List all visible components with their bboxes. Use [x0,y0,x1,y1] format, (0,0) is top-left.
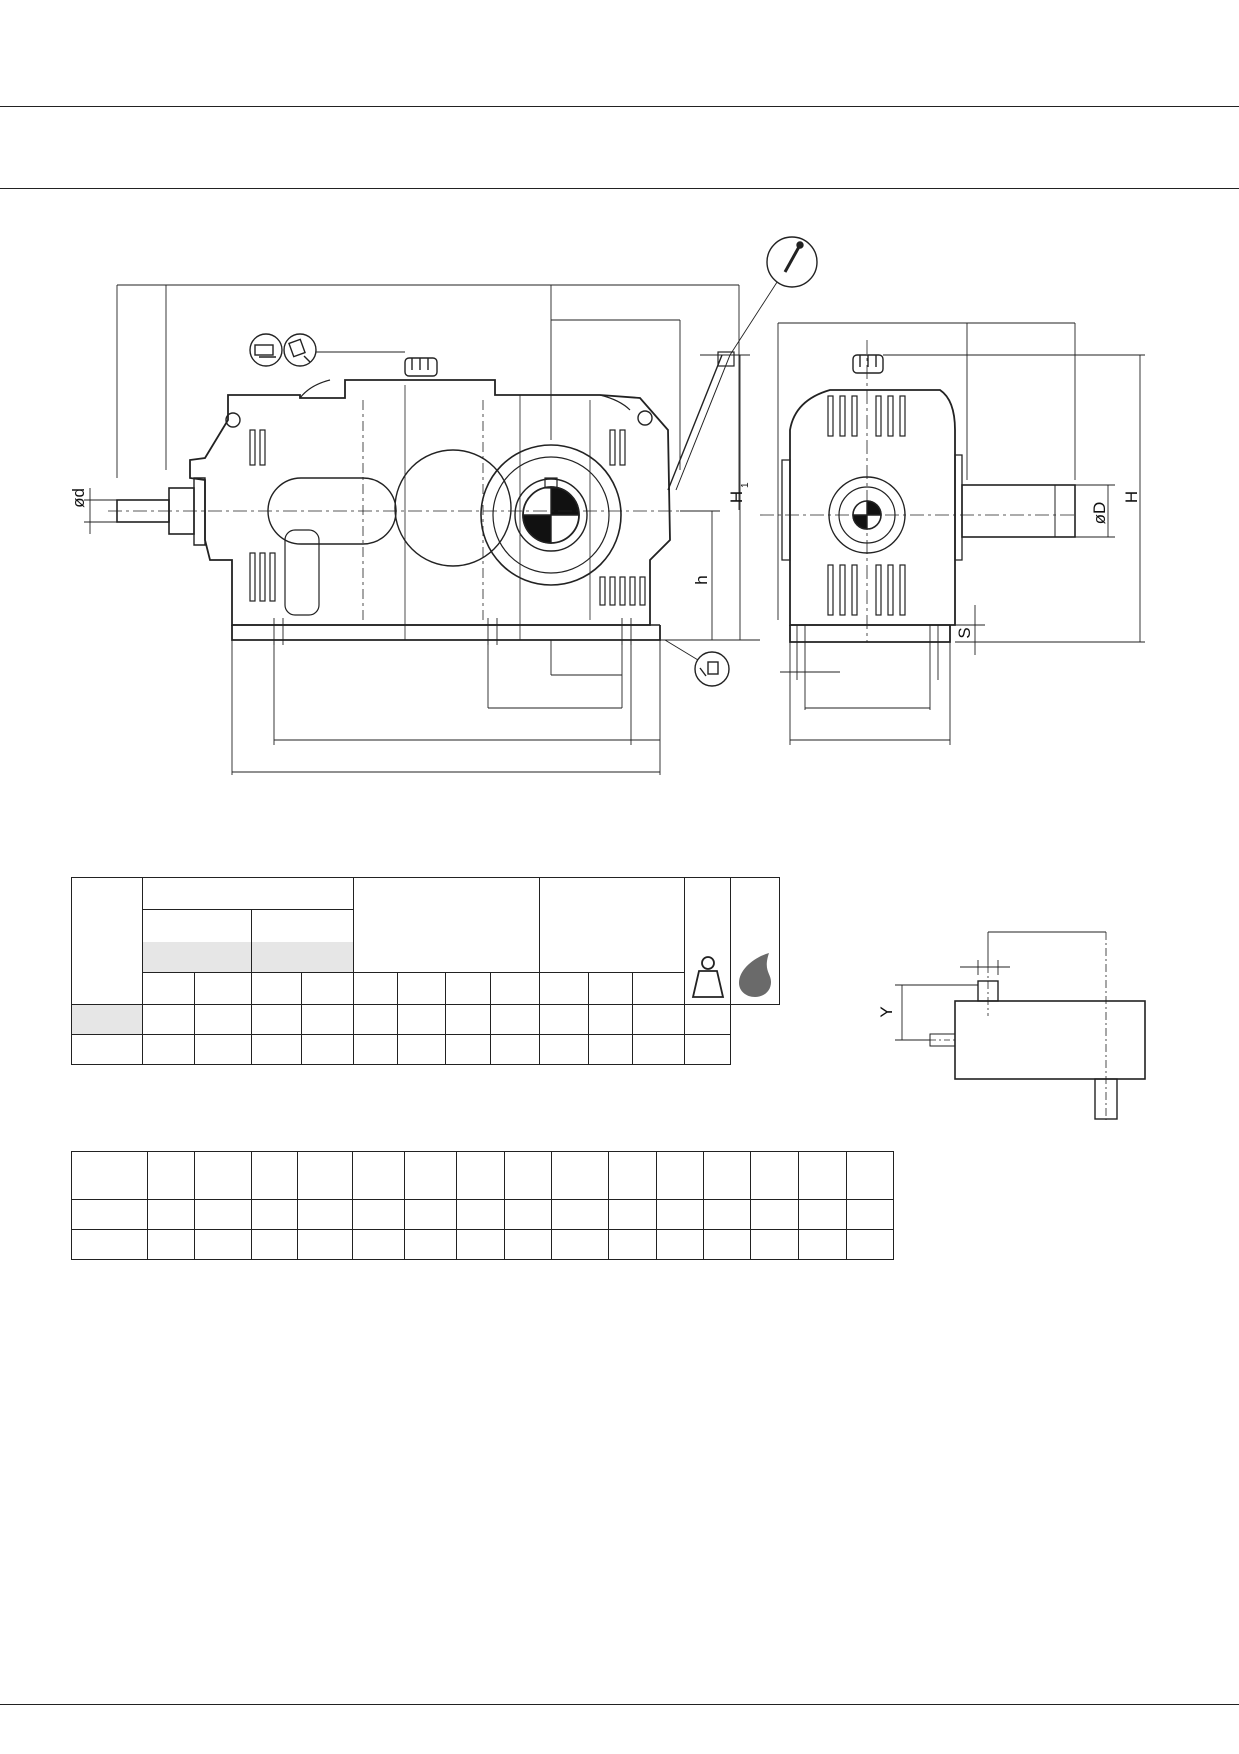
table-cell [251,971,302,1005]
table-cell [490,1003,540,1035]
oil-drop-icon [739,952,771,997]
weight-icon [691,955,724,998]
level-check-icon [249,333,283,367]
subheader-a [142,909,252,942]
oil-drain-icon [694,651,730,687]
oil-fill-icon [283,333,317,367]
table-cell [251,1003,302,1035]
header-rule-bottom [0,188,1239,189]
table-cell [251,1033,302,1066]
table-cell [539,1003,589,1035]
table-row [70,1229,895,1260]
table-row [71,1033,780,1066]
table-cell [71,972,143,1005]
table-cell [301,1033,354,1066]
header-size-cell [71,877,143,972]
table-cell [588,1033,633,1066]
label-overall-height: H [1122,491,1141,503]
table-cell [445,1003,491,1035]
table-cell [490,971,540,1005]
table-cell [631,1033,686,1066]
subheader-b-shaded [251,941,354,973]
table-cell [539,1033,589,1066]
table-cell [445,971,491,1005]
table-cell [588,1003,633,1035]
table-cell [142,971,195,1005]
header-group-3 [538,877,686,973]
table-cell [301,971,354,1005]
label-input-shaft-diameter: ød [69,488,88,508]
dimension-table [71,876,780,1066]
front-view [84,261,791,775]
table-cell [194,1003,252,1035]
header-group-1 [142,876,354,911]
table-cell [194,971,252,1005]
header-rule-top [0,106,1239,107]
header-group-2 [353,877,540,973]
table-cell [397,971,446,1005]
table-cell [397,1003,446,1035]
table-row [70,1199,895,1230]
subheader-b [251,909,354,942]
table-cell [353,1003,398,1035]
secondary-table [70,1151,895,1260]
side-view [760,322,1145,745]
table-cell [353,971,398,1005]
oil-header [730,877,780,1005]
table-cell [194,1033,252,1066]
table-cell [353,1033,398,1066]
table-cell [301,1003,354,1035]
table-cell [71,1033,143,1066]
label-height-h1: H 1 [727,482,751,503]
table-cell [684,1033,732,1066]
footer-rule [0,1704,1239,1705]
label-output-shaft-diameter: øD [1090,502,1109,525]
table-cell [490,1033,540,1066]
table-cell [397,1033,446,1066]
table-row [71,1003,780,1035]
table-header-row [70,1151,895,1200]
subheader-a-shaded [142,941,252,973]
weight-header [684,877,732,1005]
svg-text:1: 1 [740,482,751,488]
label-offset-y: Y [877,1006,896,1017]
svg-text:H: H [727,491,746,503]
table-cell [588,971,633,1005]
table-cell [71,1003,143,1035]
shaft-arrangement-schematic [895,931,1146,1120]
breather-icon [766,236,818,288]
table-cell [631,1003,686,1035]
table-cell [445,1033,491,1066]
label-axis-height: h [692,575,711,584]
table-cell [684,1003,732,1035]
table-cell [142,1003,195,1035]
table-cell [142,1033,195,1066]
label-foot-thickness: S [955,627,974,638]
table-cell [539,971,589,1005]
